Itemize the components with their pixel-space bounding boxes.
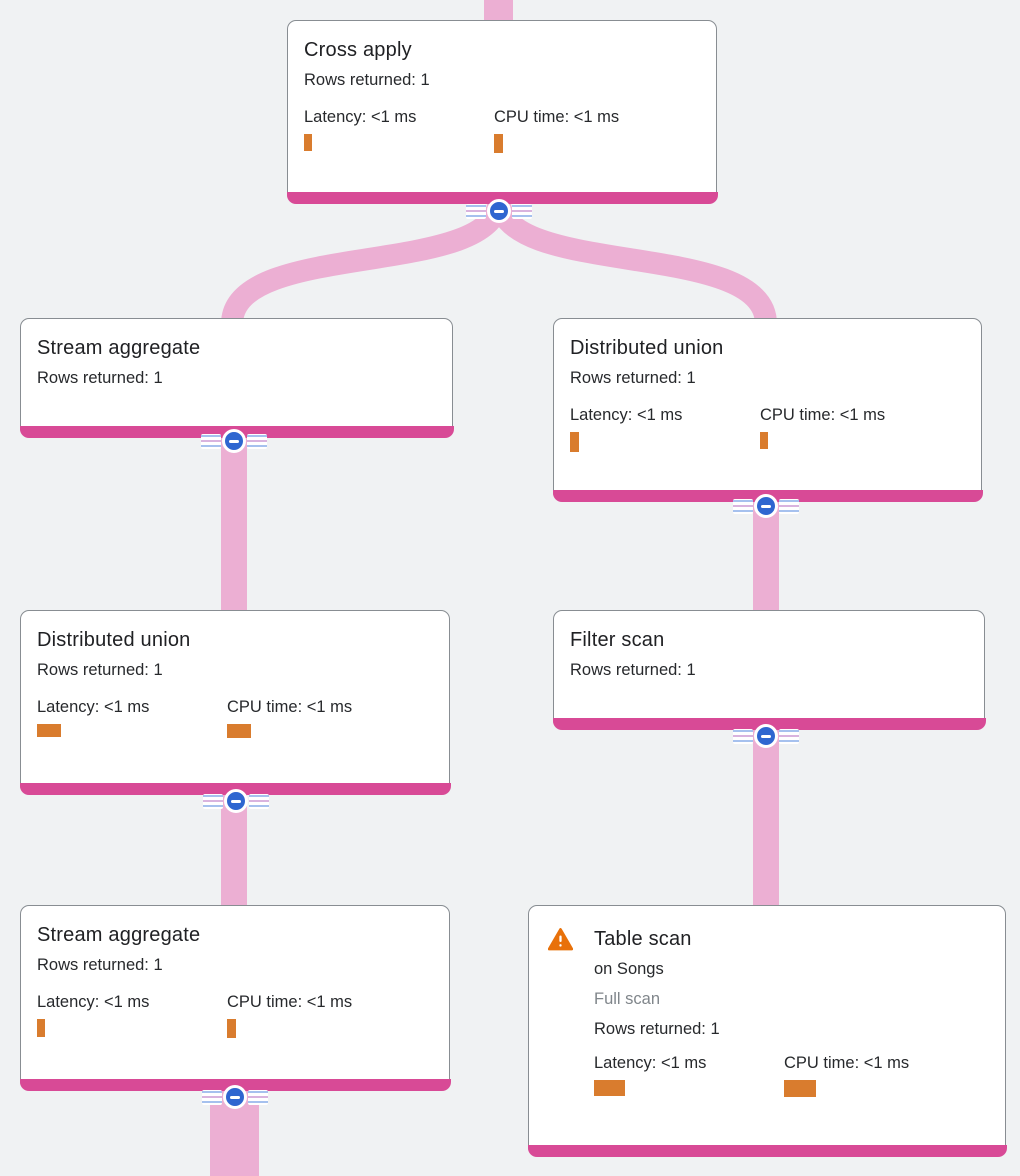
accent-bar <box>19 1078 451 1091</box>
node-title: Stream aggregate <box>37 337 201 359</box>
collapse-button-distributed-union-right[interactable] <box>725 494 807 518</box>
minus-icon <box>487 199 511 223</box>
node-title: Table scan <box>594 928 692 950</box>
node-title: Distributed union <box>37 629 191 651</box>
latency-label: Latency: <1 ms <box>594 1054 707 1072</box>
collapse-button-filter-scan[interactable] <box>725 724 807 748</box>
collapse-wing-left <box>733 498 753 514</box>
minus-icon <box>224 789 248 813</box>
latency-label: Latency: <1 ms <box>304 108 417 126</box>
collapse-wing-right <box>779 728 799 744</box>
latency-bar <box>37 724 61 737</box>
rows-returned: Rows returned: 1 <box>570 369 696 387</box>
rows-returned: Rows returned: 1 <box>570 661 696 679</box>
minus-icon <box>754 494 778 518</box>
collapse-wing-right <box>247 433 267 449</box>
cpu-time-label: CPU time: <1 ms <box>227 698 353 716</box>
cpu-time-label: CPU time: <1 ms <box>494 108 620 126</box>
collapse-wing-left <box>203 793 223 809</box>
cpu-time-bar <box>784 1080 816 1097</box>
collapse-wing-left <box>202 1089 222 1105</box>
rows-returned: Rows returned: 1 <box>594 1020 720 1038</box>
link-filter-scan-to-table-scan <box>753 723 779 911</box>
collapse-wing-left <box>466 203 486 219</box>
latency-bar <box>304 134 312 151</box>
rows-returned: Rows returned: 1 <box>304 71 430 89</box>
scan-type: Full scan <box>594 990 661 1008</box>
collapse-wing-right <box>249 793 269 809</box>
collapse-button-stream-aggregate-top[interactable] <box>193 429 275 453</box>
cpu-time-bar <box>494 134 503 153</box>
plan-node-distributed-union-left[interactable]: Distributed union Rows returned: 1 Laten… <box>19 610 451 795</box>
plan-node-stream-aggregate-bottom[interactable]: Stream aggregate Rows returned: 1 Latenc… <box>19 905 451 1091</box>
collapse-wing-left <box>201 433 221 449</box>
accent-bar <box>552 717 986 730</box>
node-title: Filter scan <box>570 629 665 651</box>
cpu-time-bar <box>760 432 768 449</box>
link-cross-apply-to-stream-aggregate <box>221 196 510 326</box>
minus-icon <box>754 724 778 748</box>
accent-bar <box>527 1144 1007 1157</box>
collapse-button-distributed-union-left[interactable] <box>195 789 277 813</box>
link-cross-apply-to-distributed-union <box>488 196 777 326</box>
collapse-button-stream-aggregate-bottom[interactable] <box>194 1085 276 1109</box>
plan-node-table-scan[interactable]: Table scan on Songs Full scan Rows retur… <box>527 905 1007 1157</box>
plan-node-cross-apply[interactable]: Cross apply Rows returned: 1 Latency: <1… <box>286 20 718 204</box>
rows-returned: Rows returned: 1 <box>37 369 163 387</box>
rows-returned: Rows returned: 1 <box>37 661 163 679</box>
collapse-button-cross-apply[interactable] <box>458 199 540 223</box>
scan-target: on Songs <box>594 960 664 978</box>
minus-icon <box>223 1085 247 1109</box>
plan-node-filter-scan[interactable]: Filter scan Rows returned: 1 <box>552 610 986 730</box>
collapse-wing-left <box>733 728 753 744</box>
latency-bar <box>594 1080 625 1096</box>
link-stream-aggregate-to-distributed-union <box>221 430 247 616</box>
latency-bar <box>37 1019 45 1037</box>
latency-bar <box>570 432 579 452</box>
node-title: Cross apply <box>304 39 412 61</box>
collapse-wing-right <box>248 1089 268 1105</box>
rows-returned: Rows returned: 1 <box>37 956 163 974</box>
warning-triangle-icon <box>548 928 573 951</box>
minus-icon <box>222 429 246 453</box>
node-title: Distributed union <box>570 337 724 359</box>
node-title: Stream aggregate <box>37 924 201 946</box>
cpu-time-bar <box>227 1019 236 1038</box>
cpu-time-label: CPU time: <1 ms <box>784 1054 910 1072</box>
latency-label: Latency: <1 ms <box>570 406 683 424</box>
latency-label: Latency: <1 ms <box>37 698 150 716</box>
accent-bar <box>286 191 718 204</box>
collapse-wing-right <box>779 498 799 514</box>
cpu-time-bar <box>227 724 251 738</box>
accent-bar <box>19 782 451 795</box>
cpu-time-label: CPU time: <1 ms <box>760 406 886 424</box>
plan-node-stream-aggregate-top[interactable]: Stream aggregate Rows returned: 1 <box>19 318 454 438</box>
cpu-time-label: CPU time: <1 ms <box>227 993 353 1011</box>
collapse-wing-right <box>512 203 532 219</box>
latency-label: Latency: <1 ms <box>37 993 150 1011</box>
plan-node-distributed-union-right[interactable]: Distributed union Rows returned: 1 Laten… <box>552 318 983 502</box>
